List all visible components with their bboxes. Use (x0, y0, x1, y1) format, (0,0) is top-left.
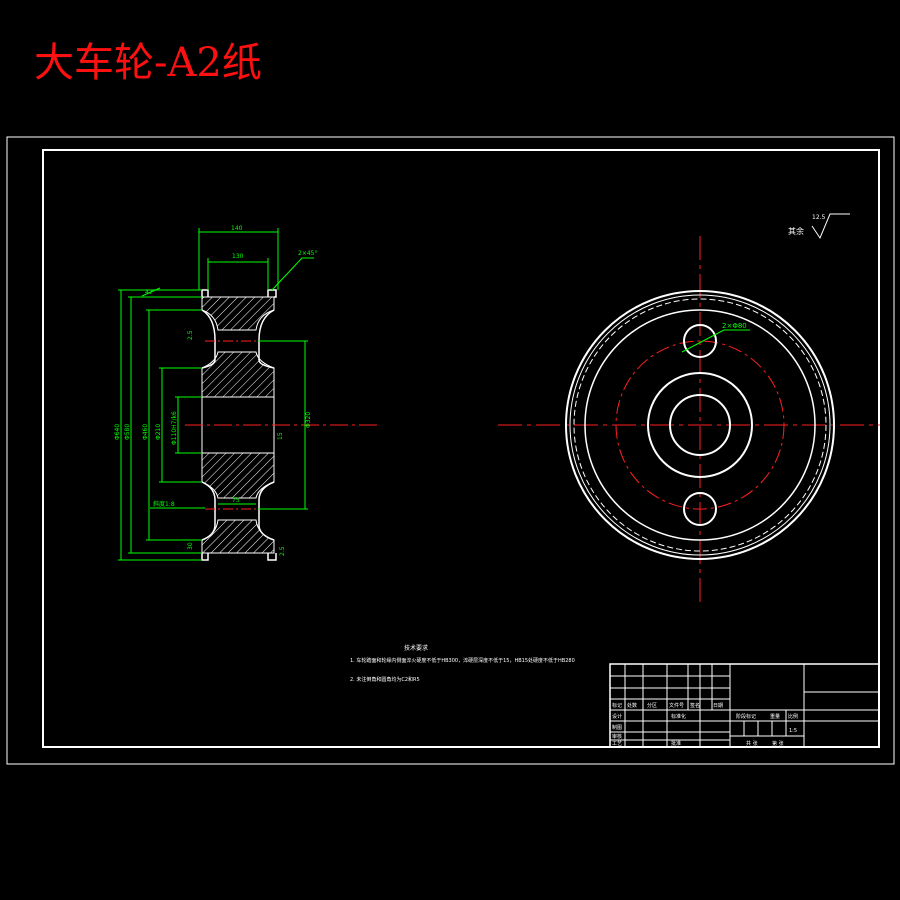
tb-row-label-1: 设计 (612, 713, 622, 720)
tb-header-1: 分区 (647, 702, 657, 709)
dim-chamfer: 2×45° (298, 250, 317, 257)
dim-left-small-top: 2.5 (187, 330, 194, 340)
hole-bottom (683, 492, 717, 526)
upper-hub (201, 351, 275, 398)
roughness-symbol: 其余 12.5 (788, 213, 850, 240)
notes-heading: 技术要求 (404, 644, 428, 652)
section-dimensions: 140 130 2×45° Φ640 Φ580 Φ460 Φ21 (114, 225, 317, 561)
hole-top (683, 324, 717, 358)
note-1: 1. 车轮踏面和轮缘内侧面淬火硬度不低于HB300，淬硬层深度不低于15，HB1… (350, 657, 575, 664)
dim-dia-4: Φ210 (155, 424, 162, 440)
dim-slope: 斜度1:8 (153, 500, 175, 508)
inner-frame (42, 149, 880, 748)
bolt-circle (615, 340, 785, 510)
tb-standard: 标准化 (671, 713, 686, 720)
hub-outer (647, 372, 753, 478)
dim-right-small-bottom: 2.5 (279, 546, 286, 556)
outer-frame (6, 136, 895, 765)
tb-header-3: 签名 (690, 702, 700, 709)
drawing-title: 大车轮-A2纸 (34, 40, 262, 86)
tb-sheet-no: 第 张 (772, 740, 784, 747)
dim-web: 75 (232, 497, 240, 504)
tb-row-label-4: 工艺 (612, 741, 622, 747)
dim-gap: 15 (277, 432, 284, 440)
dim-top-width: 140 (231, 225, 243, 232)
roughness-value: 12.5 (812, 214, 826, 221)
technical-notes: 技术要求 1. 车轮踏面和轮缘内侧面淬火硬度不低于HB300，淬硬层深度不低于1… (350, 644, 575, 683)
tb-stage: 阶段标记 (736, 713, 756, 720)
tb-scale-label: 比例 (788, 713, 798, 720)
tb-scale-value: 1:5 (789, 728, 797, 734)
lower-rim (201, 519, 275, 554)
tb-sheets: 共 张 (746, 740, 758, 747)
dim-dia-3: Φ460 (142, 424, 149, 440)
bore (669, 394, 731, 456)
dim-bore: Φ110H7/k6 (171, 411, 178, 445)
tb-header-4: 日期 (713, 703, 723, 709)
dim-dia-2: Φ580 (124, 424, 131, 440)
tb-row-label-2: 制图 (612, 724, 622, 731)
front-view: 2×Φ80 (498, 236, 880, 604)
title-block: 标记 设计 制图 审核 工艺 处数 分区 文件号 签名 日期 标准化 批准 阶段… (609, 663, 880, 748)
tb-row-label-0: 标记 (612, 702, 622, 709)
tb-weight: 重量 (770, 713, 780, 720)
dim-top-inner: 130 (232, 253, 244, 260)
tb-approve: 批准 (671, 740, 681, 747)
section-view: 140 130 2×45° Φ640 Φ580 Φ460 Φ21 (114, 225, 380, 561)
dim-dia-outer: Φ640 (114, 424, 121, 440)
dim-dia-hole: Φ320 (305, 412, 312, 428)
tb-row-label-3: 审核 (612, 733, 622, 740)
dim-left-small-bottom: 30 (187, 542, 194, 550)
wheel-outer (565, 290, 835, 560)
tb-header-0: 处数 (627, 702, 637, 709)
tb-header-2: 文件号 (669, 702, 684, 709)
note-2: 2. 未注倒角和圆角均为C2和R5 (350, 676, 420, 683)
roughness-label: 其余 (788, 226, 804, 236)
hole-callout: 2×Φ80 (722, 322, 747, 330)
